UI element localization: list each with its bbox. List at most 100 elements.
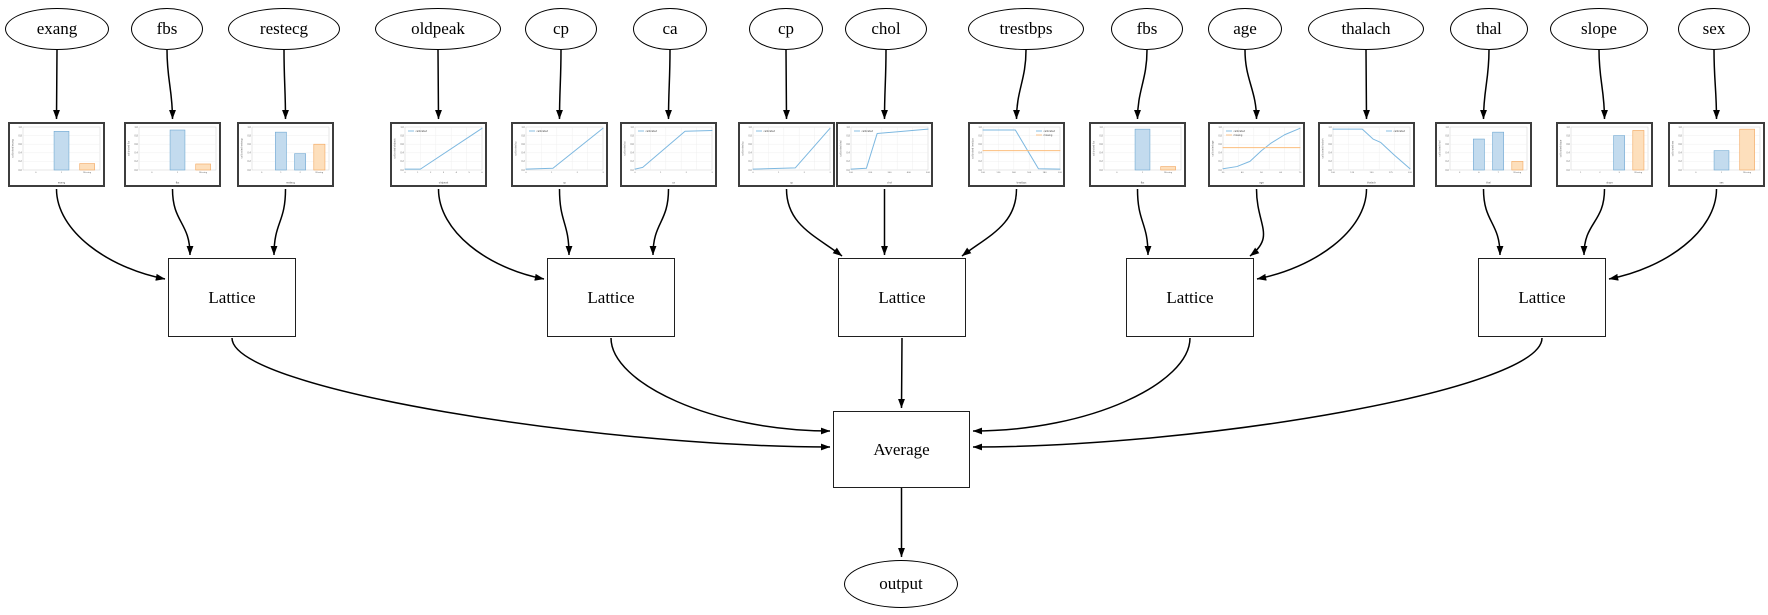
svg-text:0.2: 0.2 (1566, 160, 1570, 163)
feature-ellipse-cp-1: cp (525, 8, 597, 50)
feature-label: oldpeak (411, 19, 465, 38)
svg-text:calibrated: calibrated (537, 130, 549, 133)
svg-text:0.6: 0.6 (1218, 143, 1222, 146)
svg-text:calibrated restecg: calibrated restecg (241, 138, 244, 158)
svg-text:fbs: fbs (176, 182, 180, 185)
svg-text:1.0: 1.0 (630, 126, 634, 129)
svg-text:calibrated trestbps: calibrated trestbps (972, 137, 975, 159)
svg-text:1: 1 (177, 172, 179, 174)
svg-text:0.6: 0.6 (1566, 143, 1570, 146)
feature-ellipse-fbs-2: fbs (1111, 8, 1183, 50)
svg-text:0.4: 0.4 (978, 152, 982, 155)
feature-label: chol (871, 19, 901, 38)
edge (972, 337, 1191, 435)
average-node: Average (833, 411, 970, 488)
svg-text:0.2: 0.2 (748, 160, 752, 163)
svg-text:0.6: 0.6 (630, 143, 634, 146)
lattice-label: Lattice (1518, 287, 1566, 307)
feature-ellipse-age: age (1208, 8, 1282, 50)
svg-text:calibrated: calibrated (416, 130, 428, 133)
feature-label: slope (1581, 19, 1617, 38)
svg-text:0.6: 0.6 (1328, 143, 1332, 146)
svg-text:0.2: 0.2 (1099, 160, 1103, 163)
svg-text:0.4: 0.4 (1445, 152, 1449, 155)
svg-text:30: 30 (1222, 172, 1225, 174)
svg-text:ca: ca (672, 182, 675, 185)
svg-text:0.6: 0.6 (521, 143, 525, 146)
svg-text:0.8: 0.8 (1328, 134, 1332, 137)
svg-text:70: 70 (1299, 172, 1302, 174)
svg-text:calibrated thalach: calibrated thalach (1322, 138, 1325, 158)
svg-text:0.8: 0.8 (1218, 134, 1222, 137)
svg-text:180: 180 (1043, 172, 1048, 174)
svg-text:50: 50 (1260, 172, 1263, 174)
edge (270, 188, 287, 256)
svg-text:3: 3 (1459, 172, 1461, 174)
svg-text:calibrated exang: calibrated exang (12, 139, 15, 158)
feature-ellipse-cp-2: cp (749, 8, 823, 50)
svg-text:0.0: 0.0 (18, 169, 22, 172)
feature-ellipse-ca: ca (633, 8, 707, 50)
edge (437, 188, 545, 281)
edge (558, 188, 573, 256)
svg-text:calibrated slope: calibrated slope (1560, 139, 1563, 157)
svg-text:calibrated age: calibrated age (1212, 140, 1215, 156)
svg-text:1.0: 1.0 (1445, 126, 1449, 129)
svg-text:6: 6 (1478, 172, 1480, 174)
svg-text:calibrated fbs: calibrated fbs (128, 140, 131, 156)
svg-text:125: 125 (1350, 172, 1355, 174)
svg-text:0.8: 0.8 (630, 134, 634, 137)
svg-text:200: 200 (1408, 172, 1413, 174)
edge (53, 49, 61, 120)
svg-text:500: 500 (926, 172, 931, 174)
feature-ellipse-thal: thal (1450, 8, 1528, 50)
output-label: output (879, 574, 923, 593)
svg-text:calibrated cp: calibrated cp (515, 141, 518, 156)
edge (782, 49, 790, 120)
lattice-label: Lattice (1166, 287, 1214, 307)
svg-text:0.4: 0.4 (1218, 152, 1222, 155)
svg-text:1.0: 1.0 (1678, 126, 1682, 129)
svg-text:5: 5 (469, 172, 471, 174)
svg-text:0.4: 0.4 (247, 152, 251, 155)
svg-text:0.8: 0.8 (978, 134, 982, 137)
svg-text:missing: missing (1044, 134, 1053, 137)
svg-text:1: 1 (1721, 172, 1723, 174)
svg-text:calibrated chol: calibrated chol (840, 140, 843, 157)
feature-label: fbs (1136, 19, 1158, 38)
edge (231, 337, 831, 451)
svg-text:0.0: 0.0 (400, 169, 404, 172)
edge (1598, 49, 1608, 120)
svg-text:0.6: 0.6 (1099, 143, 1103, 146)
svg-text:1: 1 (551, 172, 553, 174)
edge (1482, 188, 1504, 256)
svg-text:0: 0 (404, 172, 406, 174)
svg-text:age: age (1259, 182, 1264, 185)
svg-text:1.0: 1.0 (978, 126, 982, 129)
svg-text:0.8: 0.8 (1099, 134, 1103, 137)
feature-label: cp (552, 19, 570, 38)
svg-text:160: 160 (1027, 172, 1032, 174)
svg-text:0.2: 0.2 (630, 160, 634, 163)
svg-text:calibrated sex: calibrated sex (1672, 140, 1675, 156)
svg-text:1.0: 1.0 (1099, 126, 1103, 129)
svg-text:missing: missing (1234, 134, 1243, 137)
svg-text:0.4: 0.4 (521, 152, 525, 155)
svg-text:0.6: 0.6 (1678, 143, 1682, 146)
edge (1362, 49, 1370, 120)
feature-ellipse-trestbps: trestbps (968, 8, 1084, 50)
svg-text:0.4: 0.4 (1678, 152, 1682, 155)
svg-text:restecg: restecg (286, 182, 295, 185)
svg-text:0.0: 0.0 (247, 169, 251, 172)
edge (1013, 49, 1027, 120)
svg-text:0.6: 0.6 (400, 143, 404, 146)
